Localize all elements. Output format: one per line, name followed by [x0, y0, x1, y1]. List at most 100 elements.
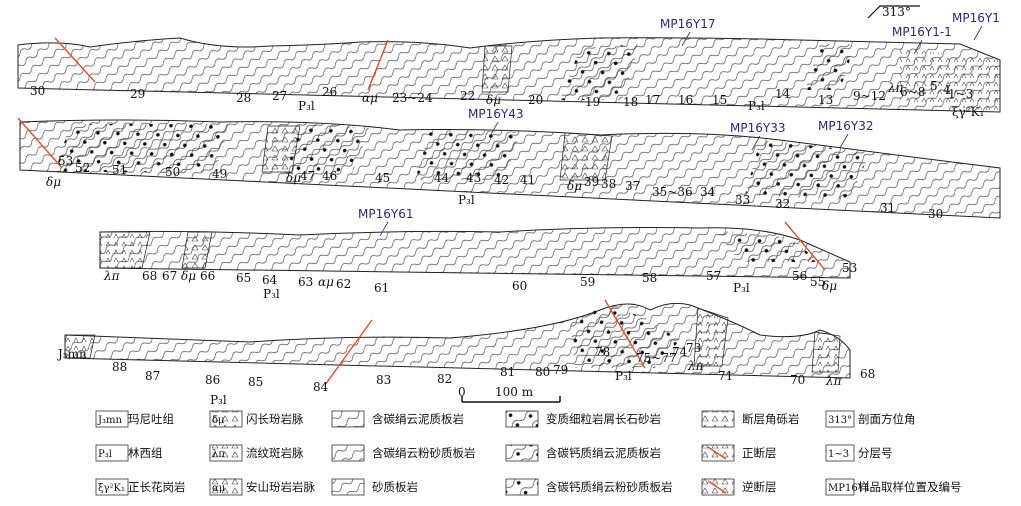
section-4-dots [570, 305, 680, 368]
legend-symbol: ξγ²K₁ [98, 483, 125, 494]
layer-number: 66 [200, 269, 215, 283]
layer-number: 68 [860, 367, 875, 381]
sample-pointer [751, 135, 761, 151]
layer-number: 41 [520, 173, 535, 187]
fault-1b [367, 39, 389, 91]
fault-3a [784, 221, 826, 271]
scale-bar: 0 100 m [458, 385, 561, 403]
formation-label: P₃l [263, 287, 280, 301]
formation-label: P₃l [733, 281, 750, 295]
dyke-rock-label: λπ [103, 269, 121, 283]
layer-number: 30 [928, 207, 943, 221]
layer-number: 59 [580, 275, 595, 289]
section-2-dots-a [55, 124, 230, 172]
fault-4a [324, 319, 373, 386]
legend-swatch [209, 410, 243, 428]
layer-number: 43 [466, 171, 481, 185]
legend-swatch [95, 444, 129, 462]
sample-label: MP16Y1 [952, 11, 1000, 25]
layer-number: 18 [623, 95, 638, 109]
layer-number: 33 [735, 193, 750, 207]
sample-label: MP16Y61 [358, 207, 413, 221]
formation-label: P₃l [458, 193, 475, 207]
layer-number: 83 [376, 373, 391, 387]
section-2-dots-d [745, 140, 870, 200]
sample-pointer [379, 221, 389, 237]
layer-number: 6~8 [900, 85, 925, 99]
intrusion-label: ξγ²K₁ [952, 105, 984, 119]
layer-number: 28 [236, 91, 251, 105]
legend-swatch [95, 410, 129, 428]
section-4-dykes-c [811, 331, 841, 373]
legend-item: 含碳绢云粉砂质板岩 [331, 444, 476, 462]
layer-number: 70 [790, 373, 805, 387]
layer-number: 87 [145, 369, 160, 383]
dyke-rock-label: λπ [887, 81, 905, 95]
legend-swatch [701, 410, 735, 428]
layer-number: 4 [943, 83, 951, 97]
legend-swatch [505, 410, 539, 428]
layer-number: 39 [584, 175, 599, 189]
legend-label: 剖面方位角 [858, 412, 916, 426]
layer-number: 20 [528, 93, 543, 107]
formation-label: P₃l [210, 393, 227, 407]
layer-number: 61 [374, 281, 389, 295]
legend-item: 含碳钙质绢云粉砂质板岩 [505, 478, 673, 496]
legend-item: 含碳钙质绢云泥质板岩 [505, 444, 661, 462]
layer-number: 79 [553, 363, 568, 377]
layer-number: 9~12 [853, 89, 886, 103]
layer-number: 23~24 [392, 91, 433, 105]
legend-label: 分层号 [858, 446, 893, 460]
layer-number: 29 [130, 87, 145, 101]
layer-number: 75~77 [636, 351, 677, 365]
legend-symbol: αμ [212, 483, 226, 494]
orientation-label: 313° [882, 5, 911, 19]
section-2-dykes [559, 132, 613, 181]
layer-number: 60 [512, 279, 527, 293]
legend-label: 断层角砾岩 [742, 412, 800, 426]
fault-1a [54, 37, 96, 83]
layer-number: 57 [706, 269, 721, 283]
legend-swatch [209, 444, 243, 462]
sample-pointer [489, 121, 499, 137]
legend-swatch [825, 410, 855, 428]
legend-item: 含碳绢云泥质板岩 [331, 410, 464, 428]
layer-number: 80 [535, 365, 550, 379]
layer-number: 22 [460, 89, 475, 103]
layer-number: 19 [585, 95, 600, 109]
layer-number: 1~3 [948, 87, 973, 101]
dyke-rock-label: αμ [362, 91, 378, 105]
layer-number: 31 [880, 201, 895, 215]
layer-number: 71 [718, 369, 733, 383]
layer-number: 78 [595, 345, 610, 359]
sample-label: MP16Y32 [818, 119, 873, 133]
dyke-rock-label: δμ [46, 175, 61, 189]
section-4-body [64, 302, 851, 379]
legend-item: 正断层 [701, 444, 777, 462]
legend-swatch [825, 478, 855, 496]
layer-number: 32 [775, 197, 790, 211]
legend-label: 正断层 [742, 446, 777, 460]
layer-number: 15 [712, 93, 727, 107]
layer-number: 14 [775, 87, 791, 101]
layer-number: 35~36 [652, 185, 693, 199]
section-4 [64, 299, 851, 386]
legend-item: 313°剖面方位角 [825, 410, 916, 428]
dyke-rock-label: δμ [567, 179, 582, 193]
sample-label: MP16Y17 [660, 17, 715, 31]
legend-swatch [825, 444, 855, 462]
layer-number: 5 [930, 79, 938, 93]
legend-swatch [95, 478, 129, 496]
sample-label: MP16Y1-1 [892, 25, 952, 39]
legend-label: 玛尼吐组 [128, 412, 174, 426]
layer-number: 52 [75, 161, 90, 175]
layer-number: 81 [500, 365, 515, 379]
formation-label: P₃l [615, 369, 632, 383]
legend-label: 含碳钙质绢云泥质板岩 [546, 446, 661, 460]
